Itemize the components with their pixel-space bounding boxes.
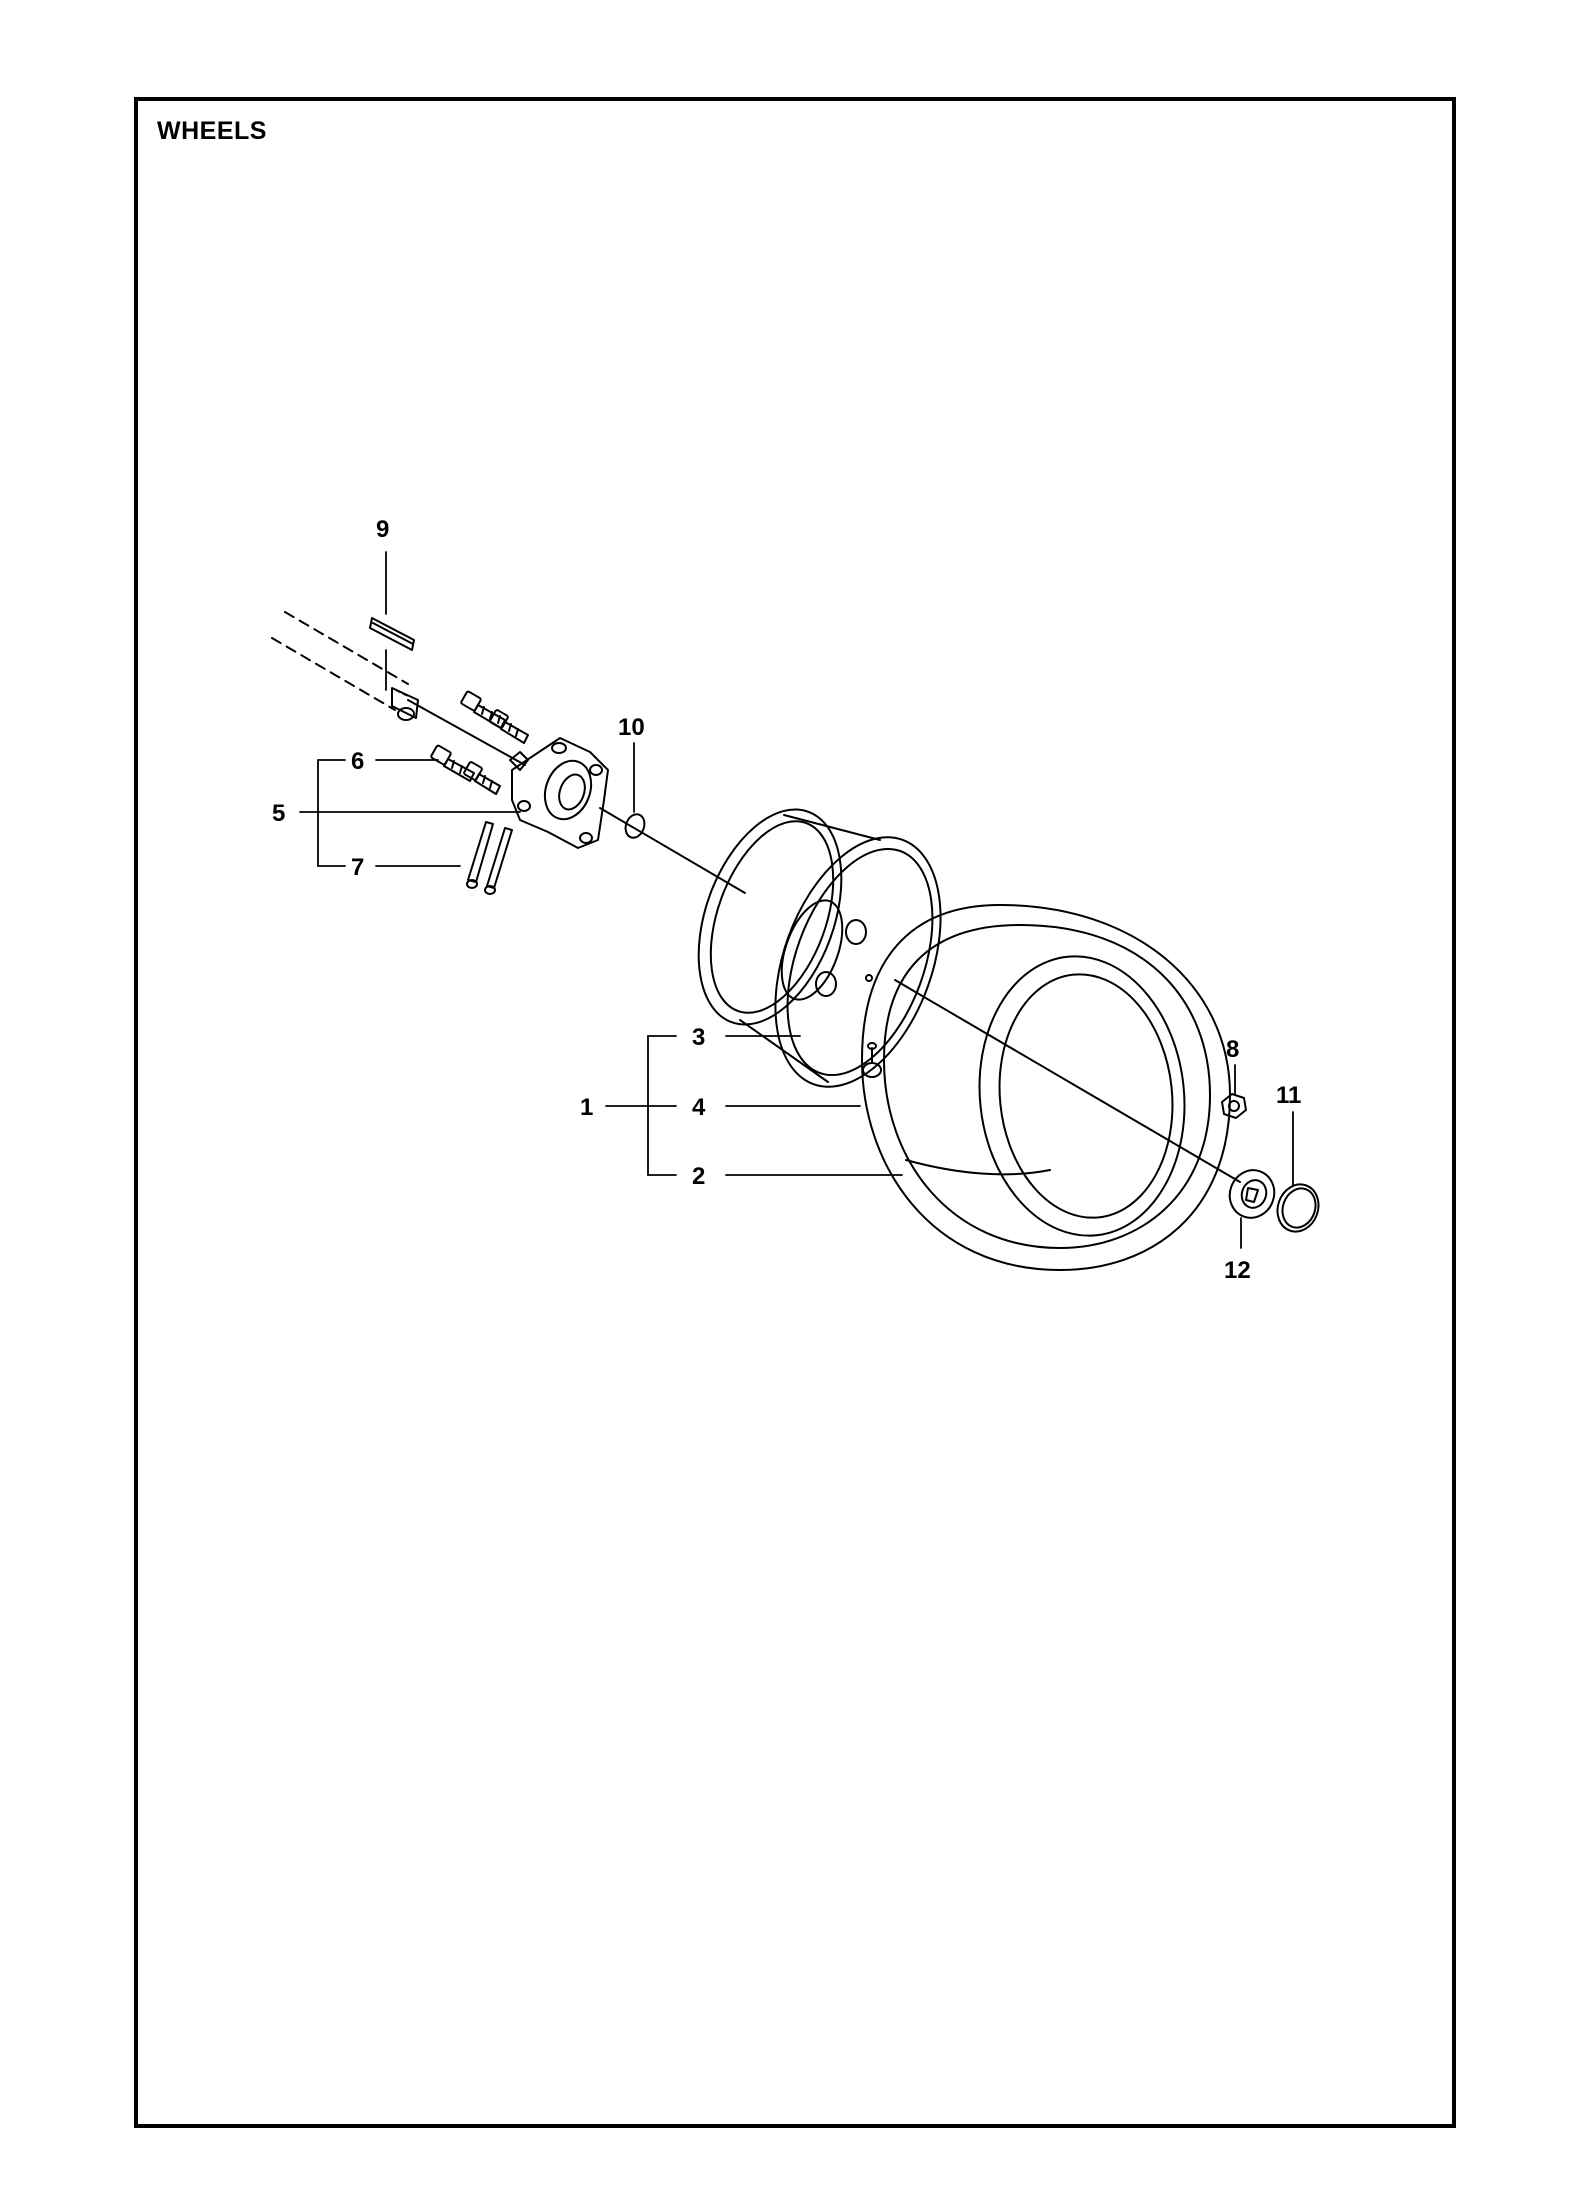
valve-icon — [862, 974, 882, 1078]
callout-10: 10 — [618, 714, 645, 741]
tire-icon — [861, 904, 1231, 1271]
page-title: WHEELS — [157, 117, 267, 145]
hub-icon — [509, 737, 609, 849]
callout-1: 1 — [580, 1094, 593, 1121]
bolt-icon — [463, 761, 501, 795]
callout-7: 7 — [351, 854, 364, 881]
callout-6: 6 — [351, 748, 364, 775]
callout-4: 4 — [692, 1094, 706, 1121]
axle — [271, 611, 1241, 1183]
callout-11: 11 — [1276, 1082, 1301, 1109]
callout-3: 3 — [692, 1024, 705, 1051]
callout-5: 5 — [272, 800, 285, 827]
callout-8: 8 — [1226, 1036, 1239, 1063]
nut-icon — [1221, 1093, 1247, 1119]
rim-icon — [697, 808, 942, 1088]
callout-9: 9 — [376, 516, 389, 543]
pin-icon — [466, 821, 494, 889]
snap-ring-icon — [1276, 1183, 1320, 1233]
axle-end-icon — [391, 687, 419, 721]
key-icon — [369, 617, 415, 651]
leader-lines — [299, 551, 1294, 1249]
washer-icon — [624, 813, 646, 839]
pin-icon — [484, 827, 513, 895]
bolt-icon — [489, 709, 529, 744]
page-frame — [134, 97, 1456, 2128]
callout-12: 12 — [1224, 1257, 1251, 1284]
hub-cap-icon — [1228, 1169, 1276, 1219]
callout-2: 2 — [692, 1163, 705, 1190]
